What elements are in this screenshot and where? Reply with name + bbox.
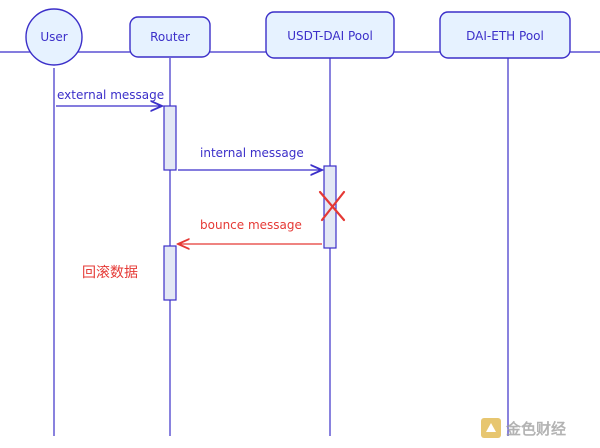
watermark: 金色财经	[481, 418, 566, 438]
activation-router-1	[163, 105, 177, 171]
participant-usdt-dai-label: USDT-DAI Pool	[287, 29, 373, 43]
external-message-label: external message	[57, 88, 164, 102]
activation-router-2	[163, 245, 177, 301]
failure-cross-icon	[318, 190, 346, 222]
participant-router: Router	[129, 16, 211, 58]
participant-user-label: User	[40, 30, 67, 44]
bounce-message-label: bounce message	[200, 218, 302, 232]
participant-usdt-dai-pool: USDT-DAI Pool	[265, 11, 395, 59]
rollback-note: 回滚数据	[82, 264, 138, 281]
watermark-logo-icon	[481, 418, 501, 438]
participant-dai-eth-pool: DAI-ETH Pool	[439, 11, 571, 59]
participant-user: User	[25, 8, 83, 66]
participant-dai-eth-label: DAI-ETH Pool	[466, 29, 544, 43]
participant-router-label: Router	[150, 30, 190, 44]
internal-message-label: internal message	[200, 146, 304, 160]
watermark-text: 金色财经	[505, 420, 566, 438]
activation-usdt-dai	[323, 165, 337, 249]
